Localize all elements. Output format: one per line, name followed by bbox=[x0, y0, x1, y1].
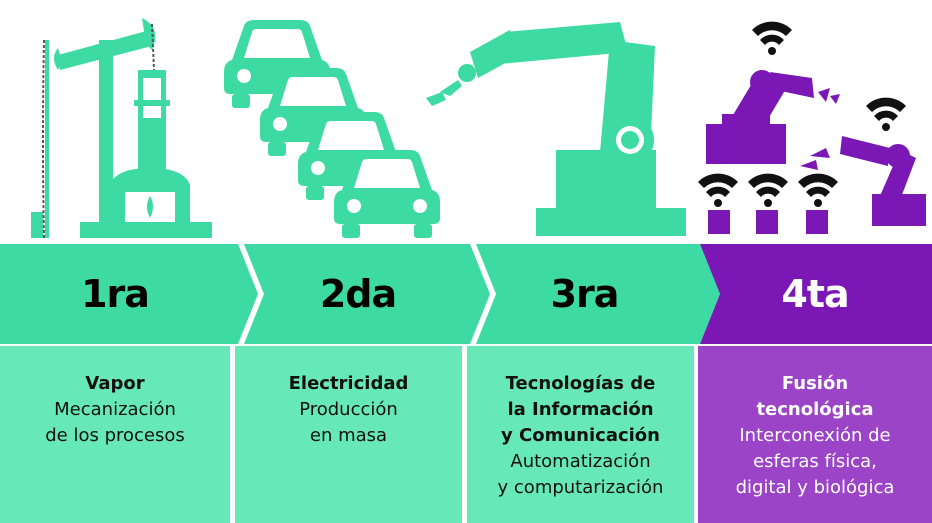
stage-1-desc-line-1: Mecanización bbox=[54, 399, 176, 420]
stage-4-title-line-1: Fusión bbox=[781, 373, 849, 394]
stage-1-label: 1ra bbox=[81, 272, 150, 316]
stage-1-title: Vapor bbox=[85, 373, 145, 394]
stage-4-box: Fusión tecnológica Interconexión de esfe… bbox=[698, 346, 932, 523]
stage-2-box: Electricidad Producción en masa bbox=[235, 346, 462, 523]
robot-arm-icon bbox=[426, 22, 686, 236]
stage-3-desc-line-2: y computarización bbox=[497, 477, 664, 498]
stage-3-label: 3ra bbox=[550, 272, 620, 316]
stage-4-desc-line-2: esferas física, bbox=[753, 451, 877, 472]
stage-4-desc-line-3: digital y biológica bbox=[735, 477, 895, 498]
stage-1-arrow bbox=[0, 244, 258, 344]
stage-2-label: 2da bbox=[319, 272, 397, 316]
steam-engine-icon bbox=[31, 18, 212, 239]
stage-3-title-line-2: la Información bbox=[507, 399, 654, 420]
stage-1-desc-line-2: de los procesos bbox=[45, 425, 185, 446]
stage-4-title-line-2: tecnológica bbox=[756, 399, 874, 420]
stage-3-arrow bbox=[476, 244, 720, 344]
stage-2-title: Electricidad bbox=[288, 373, 409, 394]
arrow-band bbox=[0, 244, 932, 344]
stage-2-arrow bbox=[244, 244, 490, 344]
stage-4-desc-line-1: Interconexión de bbox=[739, 425, 891, 446]
connected-robots-icon bbox=[698, 21, 926, 234]
stage-3-desc-line-1: Automatización bbox=[510, 451, 651, 472]
stage-4-arrow bbox=[700, 244, 932, 344]
stage-3-title-line-3: y Comunicación bbox=[501, 425, 660, 446]
stage-1-box: Vapor Mecanización de los procesos bbox=[0, 346, 230, 523]
stage-4-label: 4ta bbox=[781, 272, 849, 316]
icons-row bbox=[31, 18, 926, 239]
stage-3-title-line-1: Tecnologías de bbox=[505, 373, 656, 394]
stage-2-desc-line-2: en masa bbox=[309, 425, 388, 446]
stage-2-desc-line-1: Producción bbox=[299, 399, 398, 420]
stage-3-box: Tecnologías de la Información y Comunica… bbox=[467, 346, 694, 523]
cars-assembly-icon bbox=[224, 20, 440, 238]
